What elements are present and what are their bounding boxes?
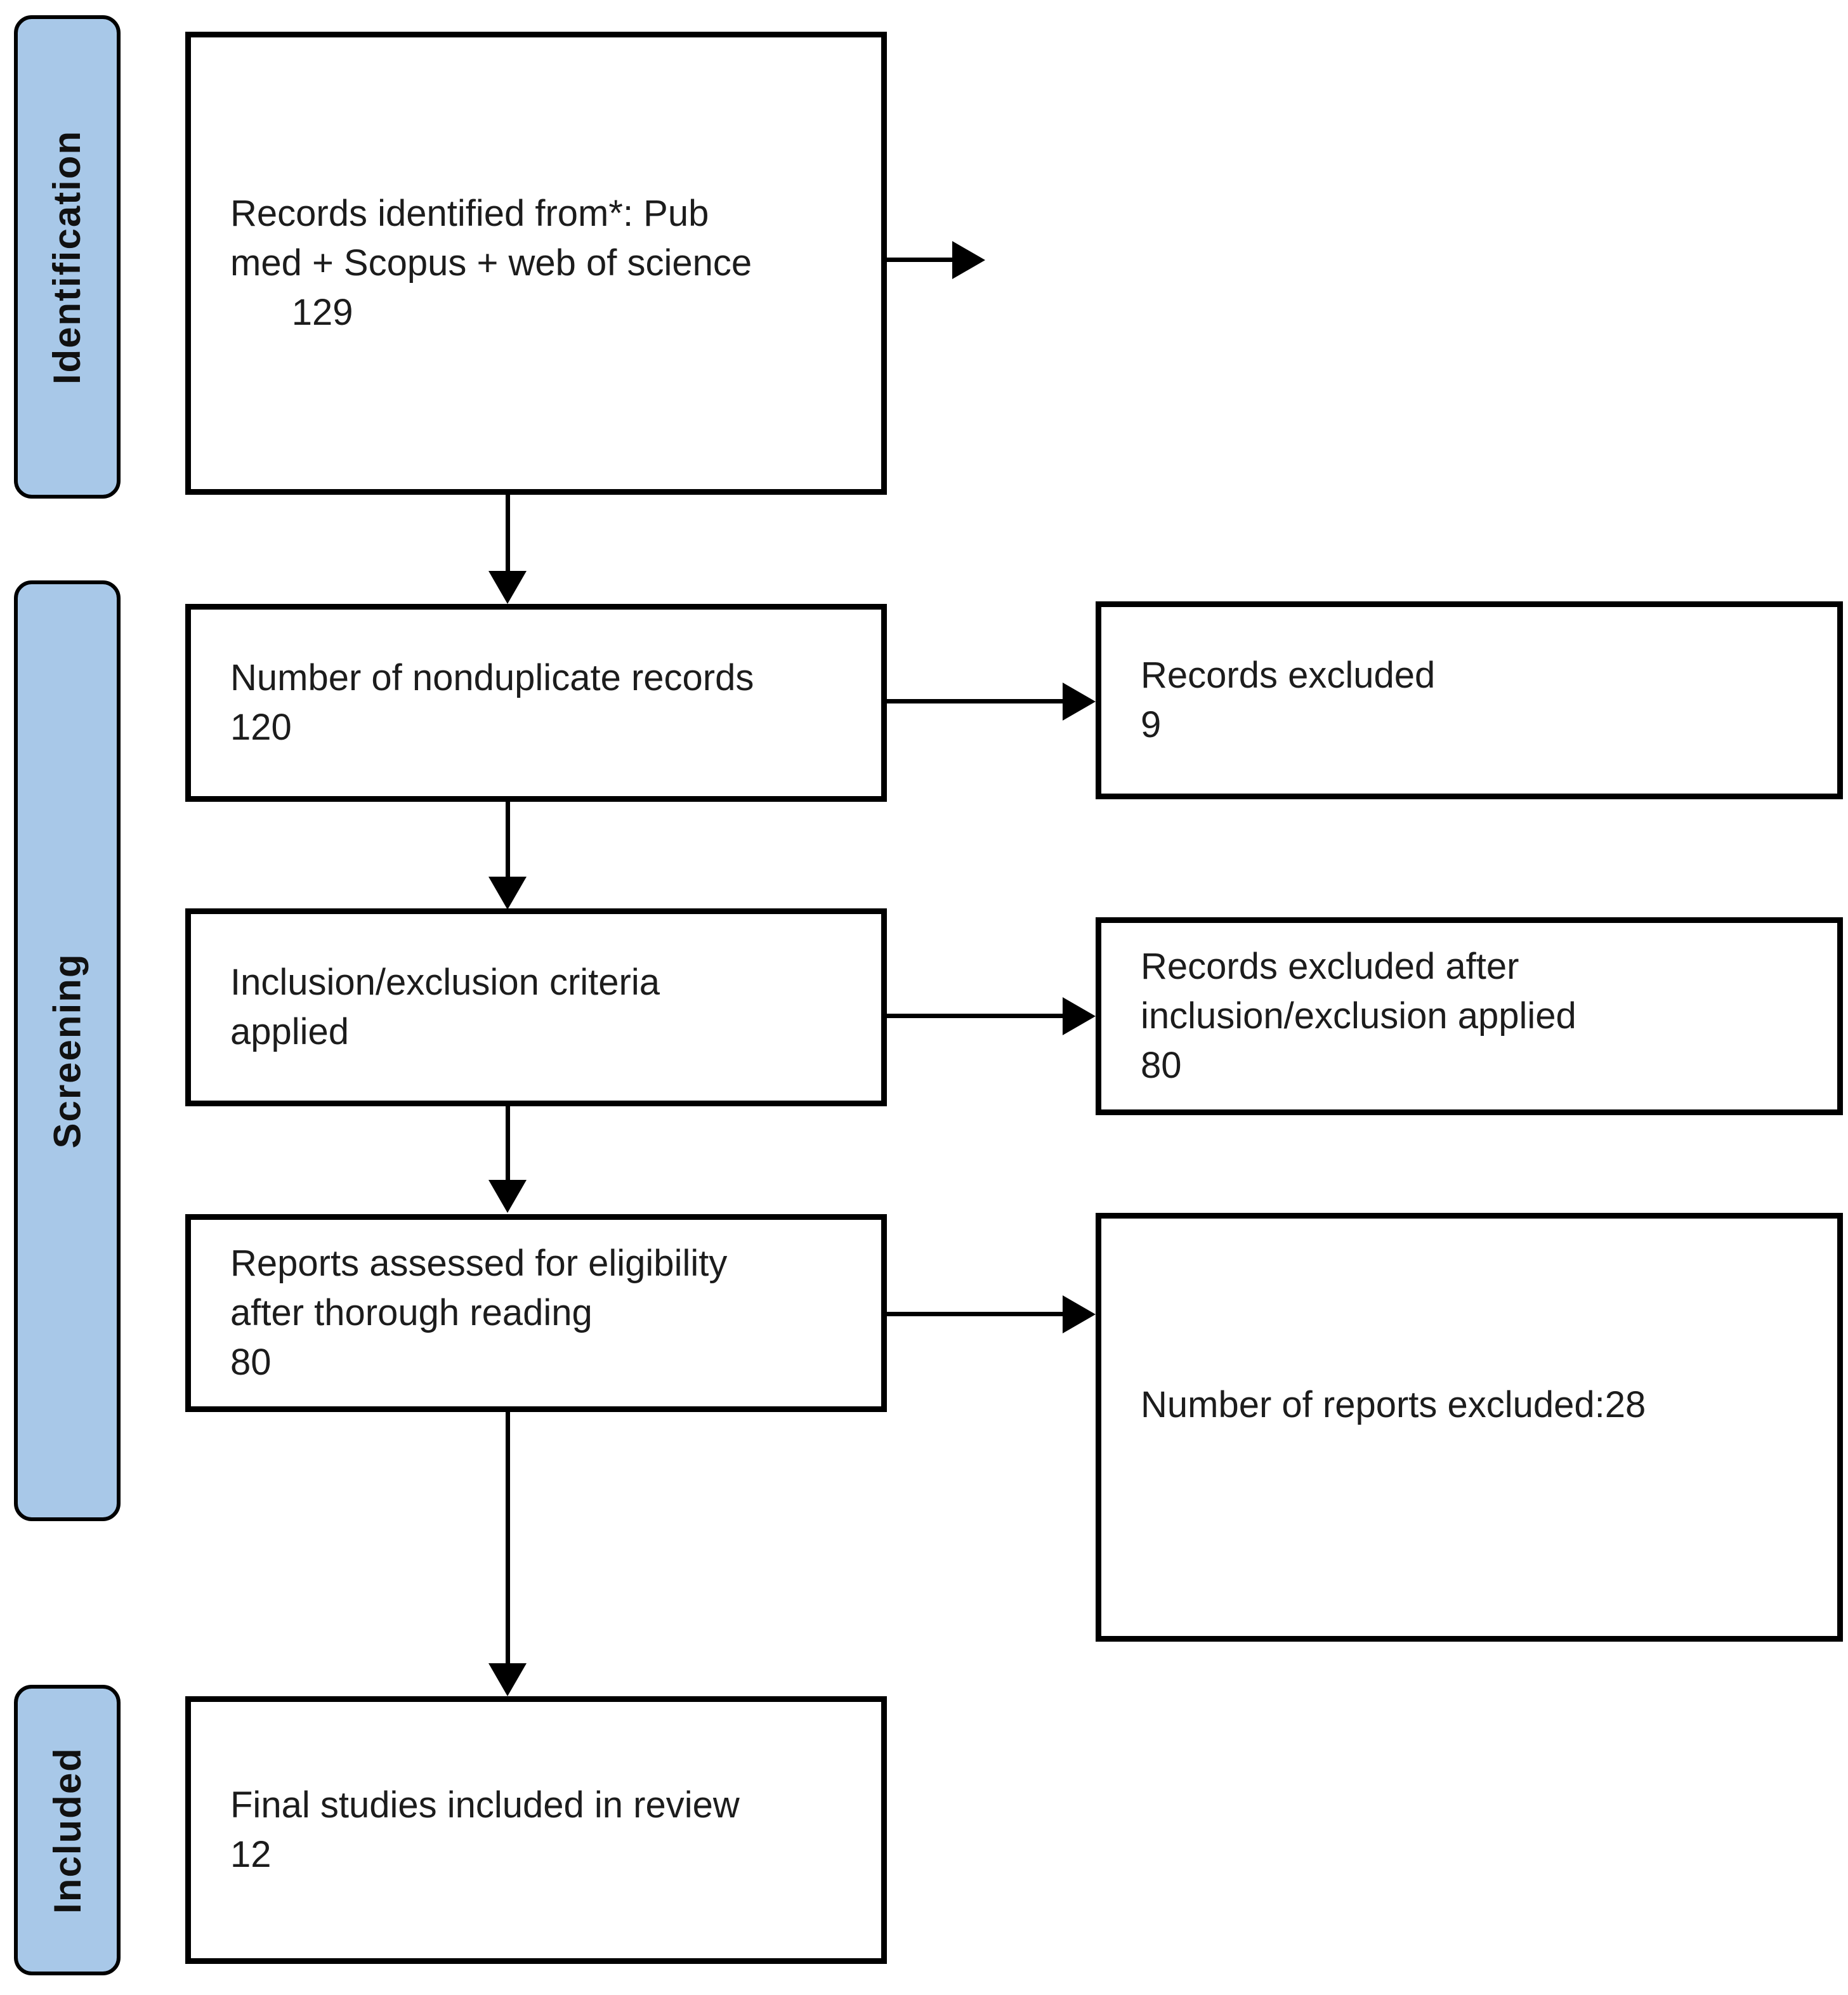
box-records-identified-line1: Records identified from*: Pub xyxy=(230,192,709,234)
arrow-assessed-to-reports-excluded-head-icon xyxy=(1063,1295,1096,1333)
box-reports-assessed: Reports assessed for eligibility after t… xyxy=(185,1214,887,1412)
stage-label-included-text: Included xyxy=(46,1746,89,1914)
box-reports-assessed-count: 80 xyxy=(230,1342,272,1383)
box-records-excluded-line1: Records excluded xyxy=(1141,654,1436,696)
arrow-nonduplicate-to-criteria-shaft xyxy=(506,802,510,879)
box-final-studies: Final studies included in review 12 xyxy=(185,1696,887,1964)
stage-label-screening: Screening xyxy=(14,580,121,1521)
arrow-nonduplicate-to-excluded-shaft xyxy=(886,699,1065,703)
arrow-assessed-to-final-shaft xyxy=(506,1412,510,1666)
arrow-assessed-to-final-head-icon xyxy=(488,1663,527,1696)
box-records-identified-count: 129 xyxy=(230,292,353,334)
box-records-excluded-after-criteria-line1: Records excluded after xyxy=(1141,945,1519,987)
box-reports-assessed-line2: after thorough reading xyxy=(230,1292,593,1333)
box-records-excluded-after-criteria-count: 80 xyxy=(1141,1045,1182,1087)
box-criteria-applied-line2: applied xyxy=(230,1011,350,1052)
arrow-nonduplicate-to-excluded-head-icon xyxy=(1063,683,1096,721)
box-records-excluded-after-criteria-line2: inclusion/exclusion applied xyxy=(1141,995,1576,1037)
arrow-identified-to-nonduplicate-head-icon xyxy=(488,571,527,604)
box-records-excluded: Records excluded 9 xyxy=(1096,601,1843,799)
box-nonduplicate-records-line1: Number of nonduplicate records xyxy=(230,657,754,698)
arrow-identified-right-head-icon xyxy=(952,241,985,279)
arrow-identified-right-shaft xyxy=(886,258,955,262)
box-reports-excluded-line1: Number of reports excluded:28 xyxy=(1141,1383,1646,1425)
arrow-assessed-to-reports-excluded-shaft xyxy=(886,1312,1065,1316)
box-nonduplicate-records: Number of nonduplicate records 120 xyxy=(185,604,887,802)
box-final-studies-line1: Final studies included in review xyxy=(230,1784,740,1826)
box-records-excluded-count: 9 xyxy=(1141,704,1162,745)
stage-label-screening-text: Screening xyxy=(46,953,89,1149)
stage-label-included: Included xyxy=(14,1685,121,1975)
arrow-identified-to-nonduplicate-shaft xyxy=(506,495,510,573)
box-reports-assessed-line1: Reports assessed for eligibility xyxy=(230,1242,728,1284)
arrow-criteria-to-assessed-head-icon xyxy=(488,1180,527,1213)
arrow-criteria-to-excluded-after-head-icon xyxy=(1063,997,1096,1035)
box-criteria-applied: Inclusion/exclusion criteria applied xyxy=(185,908,887,1106)
arrow-criteria-to-excluded-after-shaft xyxy=(886,1014,1065,1018)
arrow-nonduplicate-to-criteria-head-icon xyxy=(488,877,527,910)
box-nonduplicate-records-count: 120 xyxy=(230,707,292,748)
arrow-criteria-to-assessed-shaft xyxy=(506,1106,510,1182)
box-records-excluded-after-criteria: Records excluded after inclusion/exclusi… xyxy=(1096,917,1843,1115)
stage-label-identification-text: Identification xyxy=(46,129,89,384)
box-records-identified: Records identified from*: Pub med + Scop… xyxy=(185,32,887,495)
box-criteria-applied-line1: Inclusion/exclusion criteria xyxy=(230,961,660,1003)
stage-label-identification: Identification xyxy=(14,15,121,499)
box-reports-excluded: Number of reports excluded:28 xyxy=(1096,1213,1843,1642)
box-records-identified-line2: med + Scopus + web of science xyxy=(230,242,752,284)
box-final-studies-count: 12 xyxy=(230,1834,272,1875)
